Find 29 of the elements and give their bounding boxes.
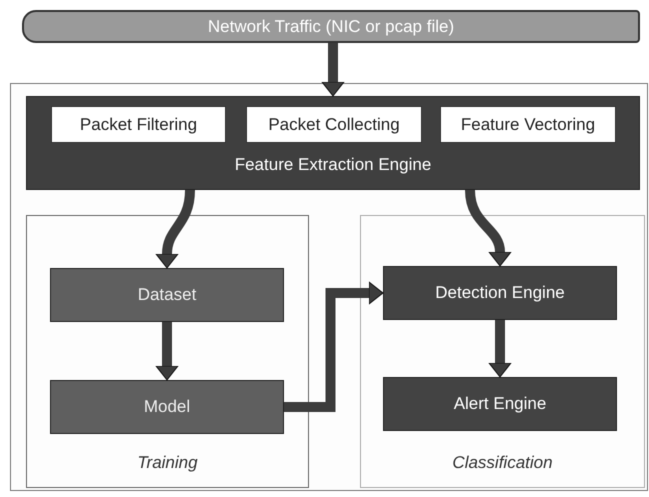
node-label: Detection Engine: [435, 282, 565, 304]
process-box: [383, 377, 617, 431]
node-label: Feature Vectoring: [460, 114, 596, 136]
block-arrow: [156, 190, 195, 268]
group-panel: [26, 215, 309, 488]
node-label: Dataset: [138, 284, 196, 306]
engine-panel: [26, 96, 640, 190]
traffic-banner: [22, 10, 640, 43]
node-label: Network Traffic (NIC or pcap file): [208, 16, 454, 38]
block-arrow: [465, 190, 512, 266]
step-box: [440, 106, 616, 143]
node-label: Packet Collecting: [268, 114, 400, 136]
node-label: Classification: [452, 452, 553, 474]
system-frame: [10, 83, 648, 491]
node-label: Alert Engine: [454, 393, 546, 416]
group-panel: [360, 215, 645, 488]
process-box: [383, 266, 617, 320]
block-arrow: [322, 43, 344, 96]
node-label: Model: [144, 396, 190, 418]
step-box: [51, 106, 226, 143]
block-arrow: [156, 322, 178, 380]
node-label: Training: [137, 452, 198, 474]
step-box: [246, 106, 422, 143]
block-arrow: [488, 320, 512, 378]
node-label: Packet Filtering: [80, 114, 198, 136]
process-box: [50, 268, 284, 322]
process-box: [50, 380, 284, 434]
block-arrow: [284, 282, 384, 412]
node-label: Feature Extraction Engine: [234, 154, 432, 176]
